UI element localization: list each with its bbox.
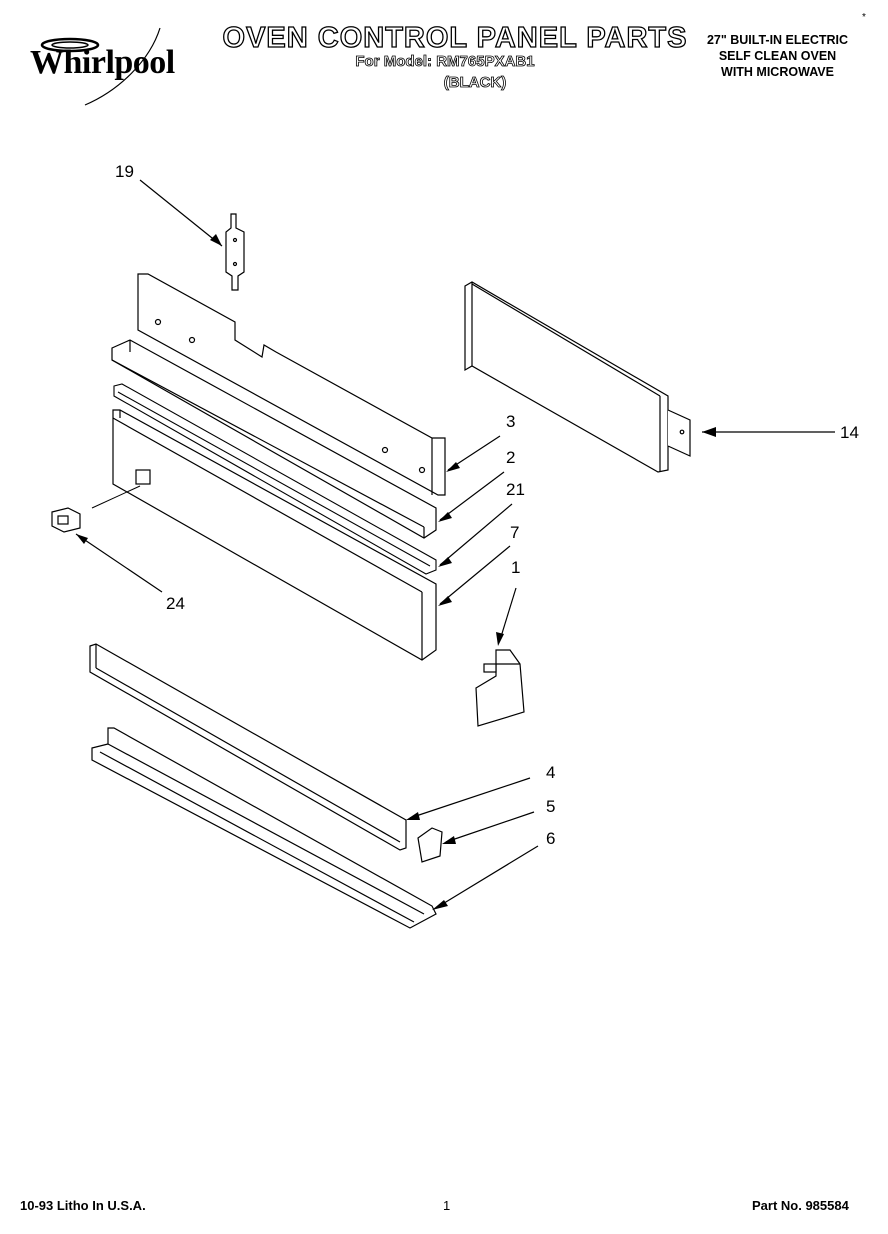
page-number: 1 <box>443 1198 451 1213</box>
page-title: OVEN CONTROL PANEL PARTS <box>222 21 688 54</box>
callout-5: 5 <box>546 797 556 816</box>
callout-4: 4 <box>546 763 556 782</box>
callout-7: 7 <box>510 523 520 542</box>
whirlpool-logo <box>40 27 161 106</box>
footer-print-info: 10-93 Litho In U.S.A. <box>20 1198 146 1213</box>
description-line-2: SELF CLEAN OVEN <box>718 49 837 63</box>
callout-2: 2 <box>506 448 516 467</box>
part-5-end-cap <box>417 827 443 863</box>
part-6-bottom-trim <box>91 727 437 929</box>
product-description: 27" BUILT-IN ELECTRIC SELF CLEAN OVEN WI… <box>690 32 865 80</box>
callout-19: 19 <box>115 162 134 181</box>
part-2-rail <box>111 339 437 539</box>
leader-arrowheads <box>406 462 460 910</box>
brand-logo: Whirlpool <box>30 44 175 81</box>
part-3-back-panel <box>137 273 446 496</box>
callout-14: 14 <box>840 423 859 442</box>
leader-lines <box>409 435 539 909</box>
color-line: (BLACK) <box>443 74 507 92</box>
callout-24: 24 <box>166 594 185 613</box>
callout-1: 1 <box>511 558 521 577</box>
description-line-1: 27" BUILT-IN ELECTRIC <box>706 33 849 47</box>
part-number: Part No. 985584 <box>752 1198 849 1213</box>
part-19-bracket <box>225 213 245 291</box>
corner-mark: * <box>862 12 866 23</box>
part-4-trim-strip <box>89 643 407 851</box>
description-line-3: WITH MICROWAVE <box>721 65 834 79</box>
callout-21: 21 <box>506 480 525 499</box>
callout-3: 3 <box>506 412 516 431</box>
model-line: For Model: RM765PXAB1 <box>355 53 535 71</box>
part-1-side-bracket <box>475 649 525 727</box>
part-14-block <box>464 281 691 473</box>
callout-6: 6 <box>546 829 556 848</box>
part-7-front-panel <box>112 409 437 661</box>
part-21-strip <box>113 383 437 575</box>
part-24-switch <box>51 507 81 533</box>
